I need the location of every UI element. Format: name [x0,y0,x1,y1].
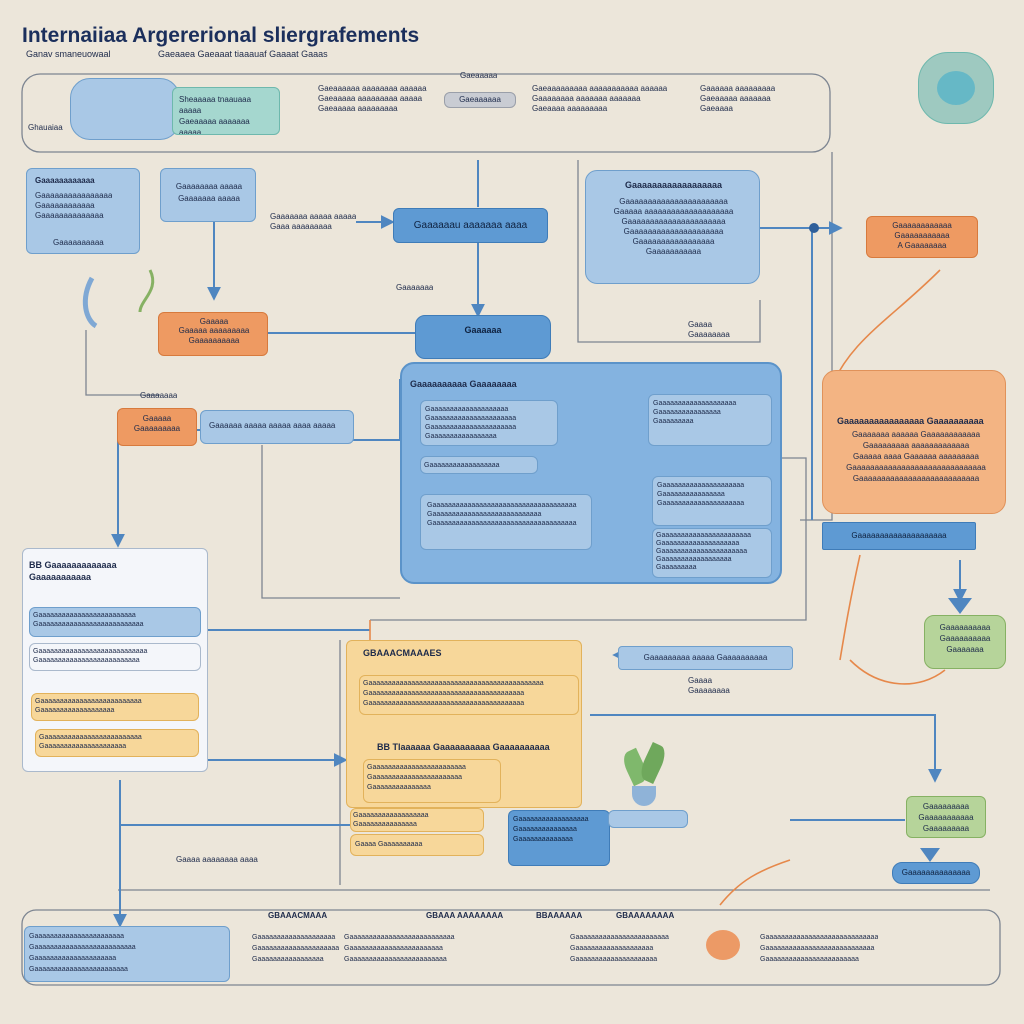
left-panel: BB Gaaaaaaaaaaaaa Gaaaaaaaaaaa Gaaaaaaaa… [22,548,208,772]
tiny-label: Gaaaaaaa [396,283,434,292]
blue-mid-bar: Gaaaaaa aaaaa aaaaa aaaa aaaaa [200,410,354,444]
green-right-box-2: Gaaaaaaaaa Gaaaaaaaaaaa Gaaaaaaaaa [906,796,986,838]
bottom-text-4: Gaaaaaaaaaaaaaaaaaaaaaaaaaaaaa Gaaaaaaaa… [760,934,879,963]
center-label: Gaaaaaaa aaaaa aaaaa Gaaa aaaaaaaaa [270,212,357,231]
subtitle-left: Ganav smaneuowaal [26,49,111,59]
big-box-5: Gaaaaaaaaaaaaaaaaaaaaaaa Gaaaaaaaaaaaaaa… [652,528,772,578]
left-box-footer: Gaaaaaaaaaa [53,238,104,247]
top-text-far: Gaaaaaa aaaaaaaaa Gaeaaaaa aaaaaaa Gaeaa… [700,84,776,113]
orange-big-body: Gaaaaaaa aaaaaa Gaaaaaaaaaaaa Gaaaaaaaaa… [846,430,986,483]
orange-big-box: Gaaaaaaaaaaaaaaaa Gaaaaaaaaaa Gaaaaaaa a… [822,370,1006,514]
top-grey-label: Gaeaaaaaa [444,92,516,108]
bottom-header-4: GBAAAAAAAA [616,911,675,920]
globe-icon [937,71,975,105]
big-box-2: Gaaaaaaaaaaaaaaaaaaaa Gaaaaaaaaaaaaaaaa … [648,394,772,446]
left-box-title: Gaaaaaaaaaaaa [35,176,95,185]
mid-label-left: Gaaaaaaa [140,391,178,400]
orange-small-box: Gaaaaa Gaaaaa aaaaaaaaa Gaaaaaaaaaa [158,312,268,356]
bottom-text-3: Gaaaaaaaaaaaaaaaaaaaaaaaa Gaaaaaaaaaaaaa… [570,934,669,963]
top-text-mid: Gaeaaaaaa aaaaaaaa aaaaaa Gaeaaaaa aaaaa… [318,84,427,113]
big-box-1: Gaaaaaaaaaaaaaaaaaaaa Gaaaaaaaaaaaaaaaaa… [420,400,558,446]
orange-small-title: Gaaaaa [199,317,229,326]
upper-box-body: Gaaaaaaa aaaaa [178,194,240,203]
yellow-panel-box-1: Gaaaaaaaaaaaaaaaaaaaaaaaaaaaaaaaaaaaaaaa… [359,675,579,715]
yellow-panel-title: GBAAACMAAAES [363,648,442,658]
orange-mid-box: Gaaaaa Gaaaaaaaaa [117,408,197,446]
big-header-tab: Gaaaaaa [415,315,551,359]
top-right-blob [918,52,994,124]
top-teal-box: Sheaaaaa tnaauaaa aaaaa Gaeaaaaa aaaaaaa… [172,87,280,135]
big-central-block: Gaaaaaaaaaa Gaaaaaaaa Gaaaaaaaaaaaaaaaaa… [400,362,782,584]
left-box-body: Gaaaaaaaaaaaaaaaa Gaaaaaaaaaaaa Gaaaaaaa… [35,191,113,220]
yellow-panel-subtitle: BB Tlaaaaaa Gaaaaaaaaaa Gaaaaaaaaaa [377,742,550,752]
small-box-a: Gaaaaaaaaaaaaaaaaaa Gaaaaaaaaaaaaaaa [350,808,484,832]
left-panel-row-1: Gaaaaaaaaaaaaaaaaaaaaaaaaa Gaaaaaaaaaaaa… [29,607,201,637]
right-info-box: Gaaaaaaaaaaaaaaaaaa Gaaaaaaaaaaaaaaaaaaa… [585,170,760,284]
left-panel-row-3: Gaaaaaaaaaaaaaaaaaaaaaaaaaa Gaaaaaaaaaaa… [31,693,199,721]
bottom-header-2: GBAAA AAAAAAAA [426,911,504,920]
center-bar: Gaaaaaau aaaaaaa aaaa [393,208,548,243]
page-title: Internaiiaa Argererional sliergrafements [22,24,420,47]
upper-box-title: Gaaaaaaaa aaaaa [175,182,243,191]
left-panel-title: BB Gaaaaaaaaaaaaa Gaaaaaaaaaaa [29,560,117,582]
mid-label-3: Gaaaa Gaaaaaaaa [688,676,730,695]
left-bottom-label: Gaaaa aaaaaaaa aaaa [176,855,258,864]
big-box-3: Gaaaaaaaaaaaaaaaaaaaaaaaaaaaaaaaaaaaaa G… [420,494,592,550]
left-panel-row-2: Gaaaaaaaaaaaaaaaaaaaaaaaaaaaa Gaaaaaaaaa… [29,643,201,671]
blue-box-b-bar [608,810,688,828]
plant-icon [619,738,670,808]
bottom-blue-box: Gaaaaaaaaaaaaaaaaaaaaaaa Gaaaaaaaaaaaaaa… [24,926,230,982]
top-text-right: Gaeaaaaaaaaa aaaaaaaaaaa aaaaaa Gaaaaaaa… [532,84,668,113]
big-box-6: Gaaaaaaaaaaaaaaaaaa [420,456,538,474]
orange-small-body: Gaaaaa aaaaaaaaa Gaaaaaaaaaa [178,326,250,345]
blue-right-small: Gaaaaaaaaaaaaaa [892,862,980,884]
right-info-body: Gaaaaaaaaaaaaaaaaaaaaaaa Gaaaaa aaaaaaaa… [613,197,734,256]
small-box-b: Gaaaa Gaaaaaaaaaa [350,834,484,856]
right-info-title: Gaaaaaaaaaaaaaaaaaa [624,180,723,190]
yellow-panel-box-2: Gaaaaaaaaaaaaaaaaaaaaaaaa Gaaaaaaaaaaaaa… [363,759,501,803]
bottom-text-1: Gaaaaaaaaaaaaaaaaaaaa Gaaaaaaaaaaaaaaaaa… [252,934,340,963]
left-panel-row-4: Gaaaaaaaaaaaaaaaaaaaaaaaaa Gaaaaaaaaaaaa… [35,729,199,757]
left-box: Gaaaaaaaaaaaa Gaaaaaaaaaaaaaaaa Gaaaaaaa… [26,168,140,254]
upper-box: Gaaaaaaaa aaaaa Gaaaaaaa aaaaa [160,168,256,222]
brain-icon [706,930,740,960]
big-box-4: Gaaaaaaaaaaaaaaaaaaaaa Gaaaaaaaaaaaaaaaa… [652,476,772,526]
mid-label-2: Gaaaa Gaaaaaaaa [688,320,730,339]
big-title: Gaaaaaaaaaa Gaaaaaaaa [410,379,517,389]
subtitle-right: Gaeaaea Gaeaaat tiaaauaf Gaaaat Gaaas [158,49,328,59]
orange-right-box: Gaaaaaaaaaaaa Gaaaaaaaaaaa A Gaaaaaaaa [866,216,978,258]
bottom-header-1: GBAAACMAAA [268,911,328,920]
bottom-text-2: Gaaaaaaaaaaaaaaaaaaaaaaaaaaa Gaaaaaaaaaa… [344,934,455,963]
blue-tag-mid: Gaaaaaaaaa aaaaa Gaaaaaaaaaa [618,646,793,670]
orange-big-title: Gaaaaaaaaaaaaaaaa Gaaaaaaaaaa [837,416,984,426]
green-right-box: Gaaaaaaaaaa Gaaaaaaaaaa Gaaaaaaa [924,615,1006,669]
blue-box-b: Gaaaaaaaaaaaaaaaaaa Gaaaaaaaaaaaaaaa Gaa… [508,810,610,866]
top-blue-pill [70,78,180,140]
blue-right-bar: Gaaaaaaaaaaaaaaaaaaaa [822,522,976,550]
yellow-panel: GBAAACMAAAES Gaaaaaaaaaaaaaaaaaaaaaaaaaa… [346,640,582,808]
top-label-a: Ghauaiaa [28,123,63,132]
top-label-b: Gaeaaaaa [460,71,498,80]
bottom-header-3: BBAAAAAA [536,911,583,920]
